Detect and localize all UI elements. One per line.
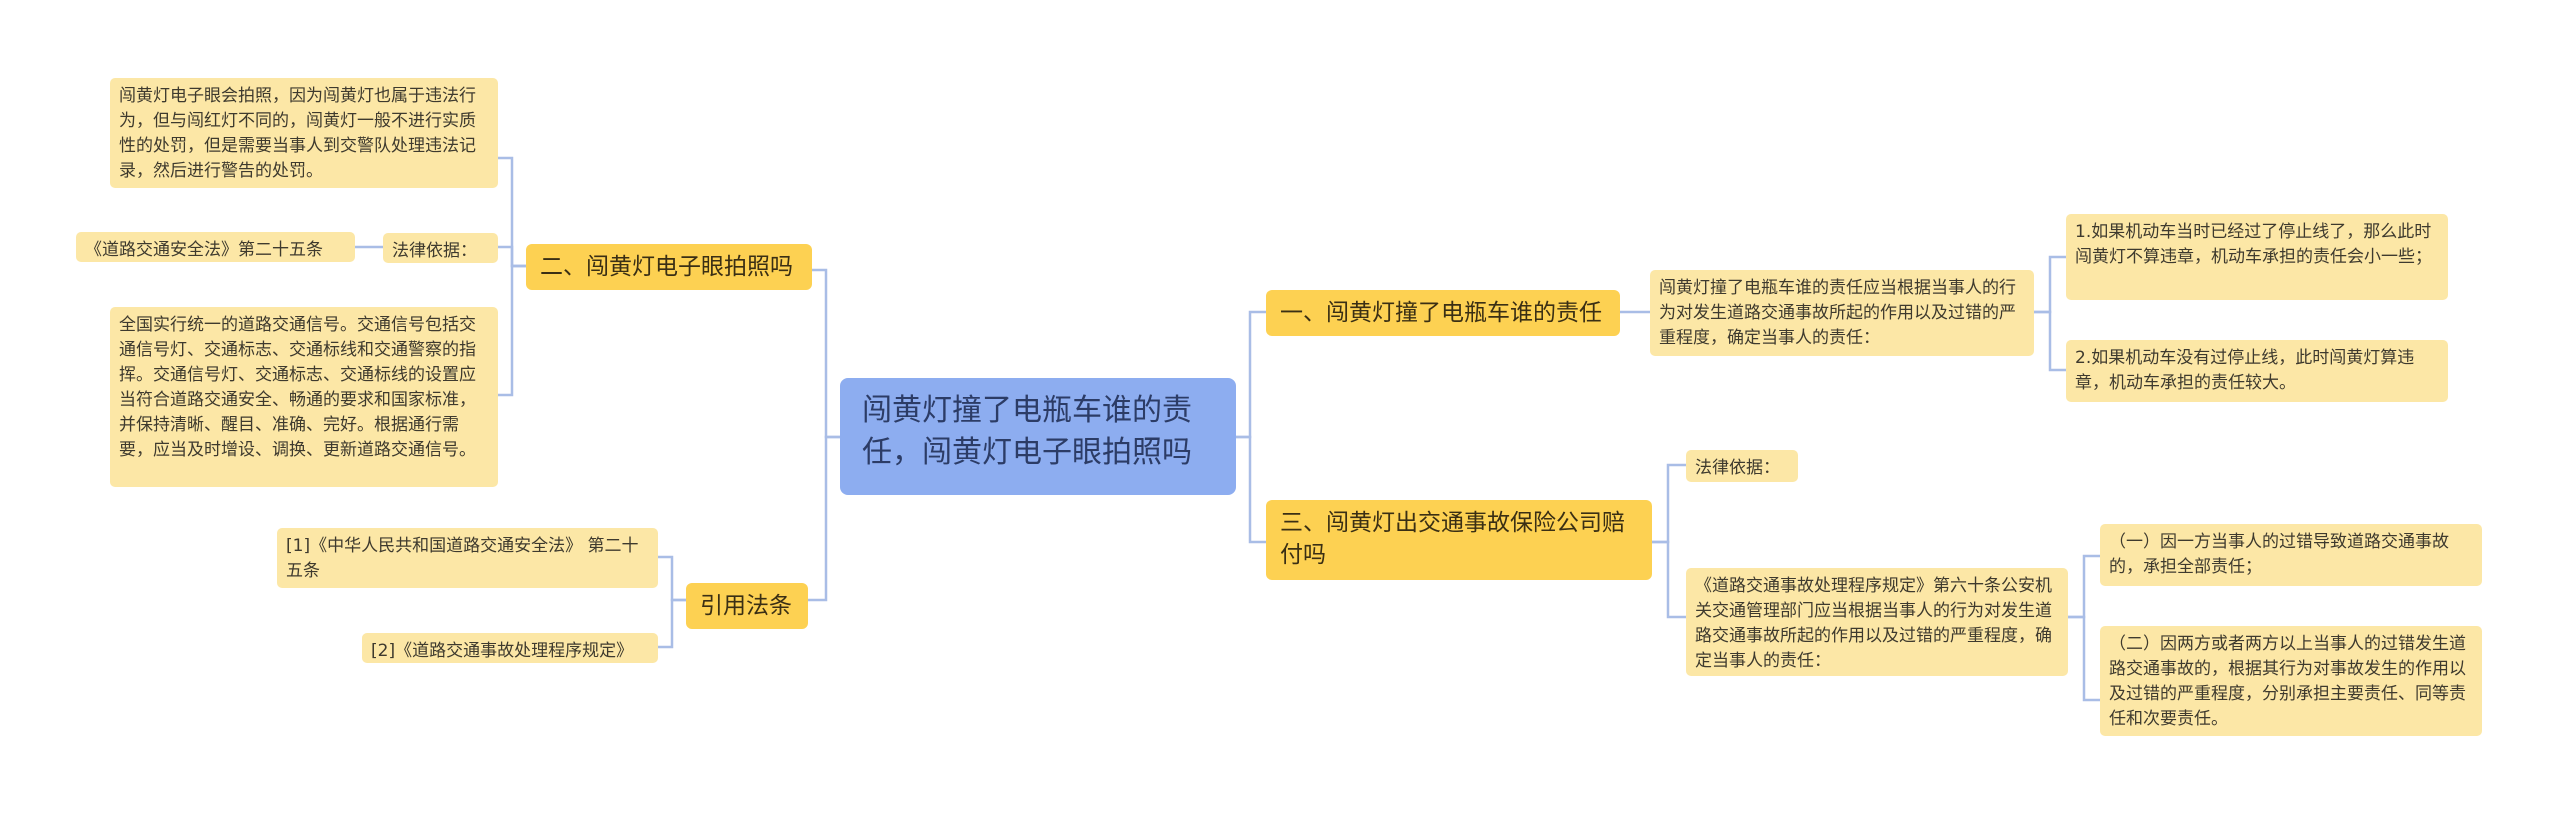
insurance-item-1[interactable]: （一）因一方当事人的过错导致道路交通事故的，承担全部责任； bbox=[2100, 524, 2482, 586]
liability-summary[interactable]: 闯黄灯撞了电瓶车谁的责任应当根据当事人的行为对发生道路交通事故所起的作用以及过错… bbox=[1650, 270, 2034, 356]
root-topic[interactable]: 闯黄灯撞了电瓶车谁的责任，闯黄灯电子眼拍照吗 bbox=[840, 378, 1236, 495]
camera-explanation-note[interactable]: 闯黄灯电子眼会拍照，因为闯黄灯也属于违法行为，但与闯红灯不同的，闯黄灯一般不进行… bbox=[110, 78, 498, 188]
insurance-item-2[interactable]: （二）因两方或者两方以上当事人的过错发生道路交通事故的，根据其行为对事故发生的作… bbox=[2100, 626, 2482, 736]
citation-2[interactable]: [2]《道路交通事故处理程序规定》 bbox=[362, 633, 658, 663]
traffic-signal-law-text[interactable]: 全国实行统一的道路交通信号。交通信号包括交通信号灯、交通标志、交通标线和交通警察… bbox=[110, 307, 498, 487]
branch-electronic-eye[interactable]: 二、闯黄灯电子眼拍照吗 bbox=[526, 244, 812, 290]
branch-insurance[interactable]: 三、闯黄灯出交通事故保险公司赔付吗 bbox=[1266, 500, 1652, 580]
liability-case-1[interactable]: 1.如果机动车当时已经过了停止线了，那么此时闯黄灯不算违章，机动车承担的责任会小… bbox=[2066, 214, 2448, 300]
branch-liability[interactable]: 一、闯黄灯撞了电瓶车谁的责任 bbox=[1266, 290, 1620, 336]
insurance-legal-basis-label[interactable]: 法律依据： bbox=[1686, 450, 1798, 482]
camera-legal-basis-label[interactable]: 法律依据： bbox=[383, 233, 498, 263]
branch-cited-laws[interactable]: 引用法条 bbox=[686, 583, 808, 629]
camera-legal-reference[interactable]: 《道路交通安全法》第二十五条 bbox=[76, 232, 355, 262]
insurance-regulation-text[interactable]: 《道路交通事故处理程序规定》第六十条公安机关交通管理部门应当根据当事人的行为对发… bbox=[1686, 568, 2068, 676]
liability-case-2[interactable]: 2.如果机动车没有过停止线，此时闯黄灯算违章，机动车承担的责任较大。 bbox=[2066, 340, 2448, 402]
citation-1[interactable]: [1]《中华人民共和国道路交通安全法》 第二十五条 bbox=[277, 528, 658, 588]
